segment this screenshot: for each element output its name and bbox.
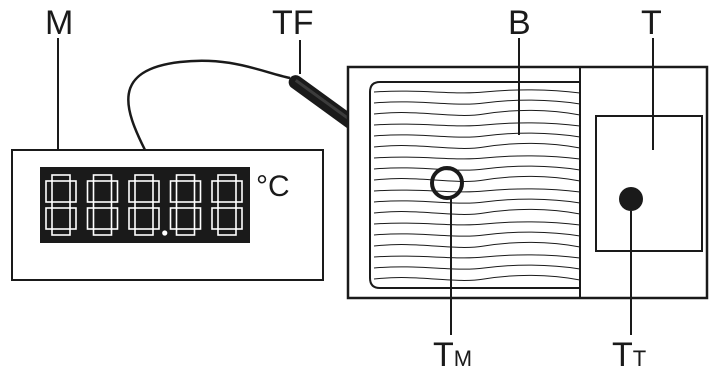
display-segment — [175, 174, 196, 182]
display-segment — [51, 228, 71, 236]
display-segment — [175, 201, 196, 209]
probe-cable — [127, 59, 291, 151]
display-segment — [110, 207, 119, 230]
display-segment — [235, 207, 243, 230]
label-tt-main: T — [612, 336, 633, 371]
display-segment — [45, 207, 53, 230]
display-digit — [45, 174, 77, 236]
block-wave-line — [373, 208, 581, 215]
display-segment — [45, 180, 53, 203]
display-segment — [193, 180, 202, 203]
label-tm-main: T — [433, 336, 454, 371]
block-wave-line — [373, 165, 581, 171]
display-segment — [217, 228, 237, 236]
block-wave-line — [373, 221, 581, 226]
display-segment — [69, 207, 77, 230]
heater-block — [346, 65, 709, 300]
display-segment — [51, 174, 71, 182]
meter-digits — [45, 174, 243, 236]
block-b-outline — [369, 81, 580, 289]
probe-handle — [288, 75, 360, 131]
display-digit — [211, 174, 243, 236]
display-segment — [152, 180, 160, 203]
target-point-marker — [619, 187, 643, 211]
block-wave-line — [373, 142, 581, 149]
label-tf: TF — [272, 4, 314, 42]
display-segment — [69, 180, 77, 203]
display-segment — [169, 207, 178, 230]
display-segment — [175, 228, 196, 236]
label-tm-sub: M — [454, 346, 472, 371]
block-wave-line — [373, 175, 581, 182]
display-segment — [86, 180, 95, 203]
temperature-unit-label: °C — [256, 170, 290, 203]
block-wave-line — [373, 198, 581, 204]
block-wave-line — [373, 132, 581, 138]
display-segment — [217, 201, 237, 209]
display-segment — [92, 228, 113, 236]
block-wave-line — [373, 254, 581, 259]
leader-lines — [57, 38, 654, 335]
display-segment — [134, 228, 154, 236]
label-t: T — [641, 4, 662, 42]
display-decimal-point — [162, 230, 168, 236]
meter: °C — [11, 149, 324, 281]
display-segment — [134, 174, 154, 182]
display-segment — [110, 180, 119, 203]
target-box — [595, 115, 703, 252]
display-segment — [235, 180, 243, 203]
display-segment — [51, 201, 71, 209]
display-segment — [92, 174, 113, 182]
display-segment — [134, 201, 154, 209]
target-element — [595, 115, 703, 252]
label-m: M — [45, 4, 73, 42]
label-tt: TT — [612, 336, 646, 371]
block-wave-line — [373, 99, 581, 105]
display-segment — [86, 207, 95, 230]
block-wave-line — [373, 155, 581, 160]
display-segment — [152, 207, 160, 230]
block-wave-line — [373, 89, 581, 94]
display-segment — [193, 207, 202, 230]
display-segment — [211, 180, 219, 203]
display-digit — [86, 174, 119, 236]
block-wave-line — [373, 274, 581, 281]
meter-display-panel — [40, 167, 250, 243]
block-wave-line — [373, 264, 581, 270]
label-tt-sub: T — [633, 346, 646, 371]
block-wave-line — [373, 231, 581, 237]
block-wave-line — [373, 188, 581, 193]
label-tm: TM — [433, 336, 472, 371]
block-wave-line — [373, 109, 581, 116]
display-segment — [169, 180, 178, 203]
display-digit — [169, 174, 202, 236]
display-segment — [128, 180, 136, 203]
block-wave-line — [373, 122, 581, 127]
block-b-wave-lines — [373, 89, 581, 281]
probe-tip-marker — [430, 166, 464, 200]
display-segment — [128, 207, 136, 230]
display-segment — [217, 174, 237, 182]
display-segment — [211, 207, 219, 230]
display-digit — [128, 174, 160, 236]
label-b: B — [508, 4, 531, 42]
display-segment — [92, 201, 113, 209]
block-wave-line — [373, 241, 581, 248]
